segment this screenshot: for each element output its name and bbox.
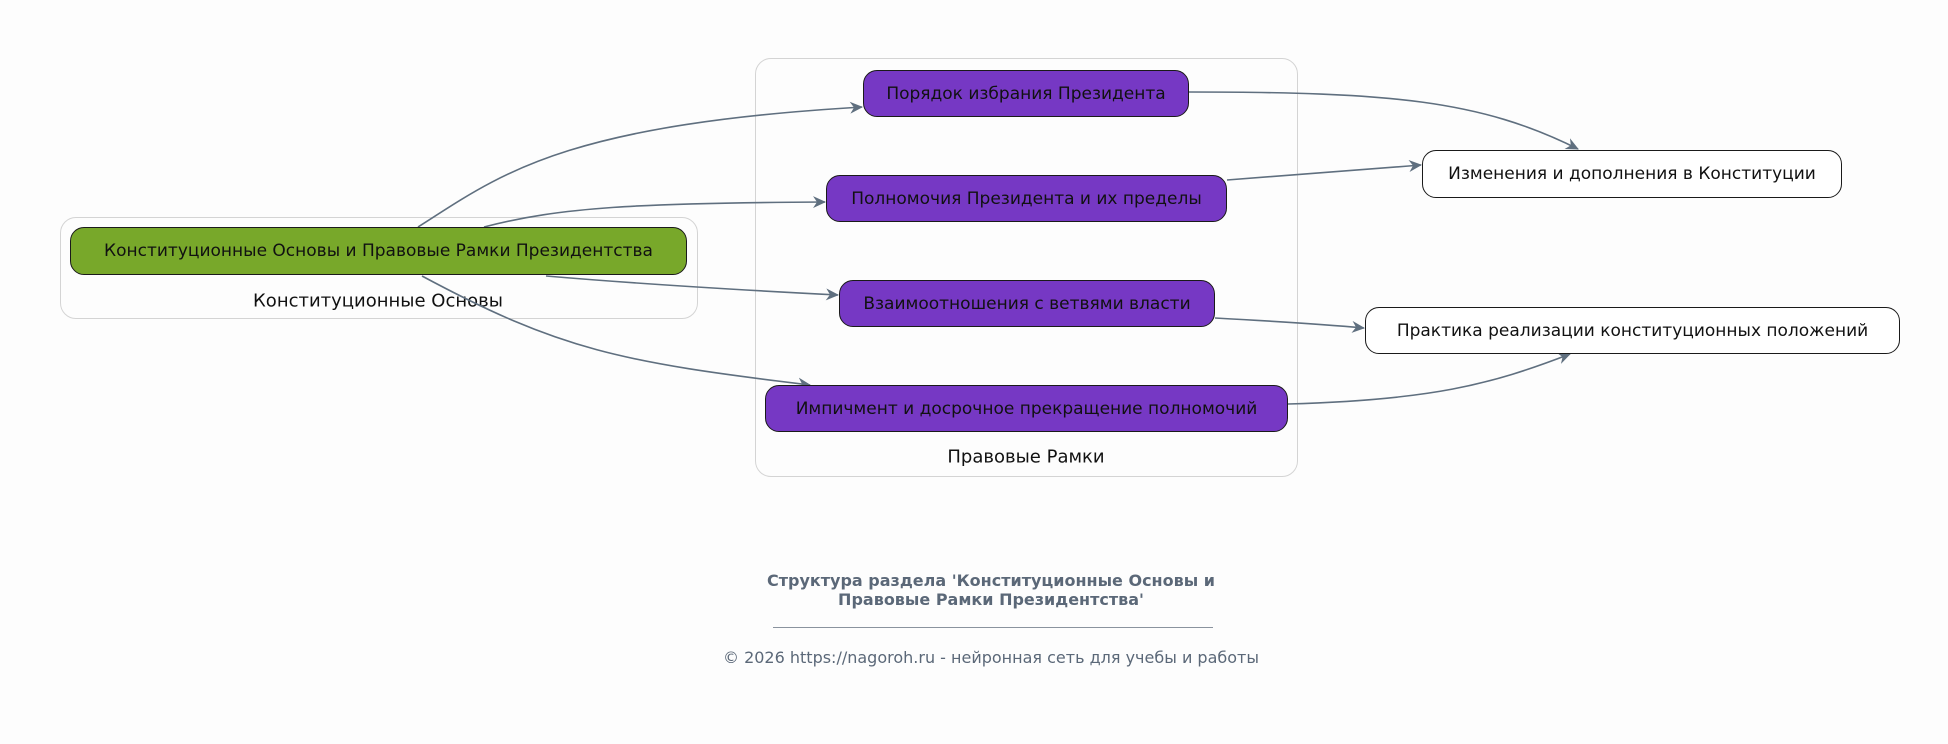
node-label: Конституционные Основы и Правовые Рамки … [104,241,653,261]
caption-divider [773,627,1213,628]
edge-impeachment-to-practice [1287,352,1571,405]
node-label: Полномочия Президента и их пределы [851,188,1202,209]
node-label: Изменения и дополнения в Конституции [1448,164,1816,184]
node-implementation-practice[interactable]: Практика реализации конституционных поло… [1365,307,1900,354]
node-branch-relations[interactable]: Взаимоотношения с ветвями власти [839,280,1215,327]
cluster-label-legal-framework: Правовые Рамки [947,446,1105,468]
node-presidential-powers[interactable]: Полномочия Президента и их пределы [826,175,1227,222]
diagram-caption: Структура раздела 'Конституционные Основ… [0,571,1948,609]
node-label: Импичмент и досрочное прекращение полном… [795,398,1258,419]
node-constitution-amendments[interactable]: Изменения и дополнения в Конституции [1422,150,1842,198]
cluster-label-constitutional-foundations: Конституционные Основы [253,290,503,312]
cluster-constitutional-foundations [60,217,698,319]
caption-line-2: Правовые Рамки Президентства' [838,590,1144,609]
node-label: Порядок избрания Президента [886,83,1166,104]
node-root-topic[interactable]: Конституционные Основы и Правовые Рамки … [70,227,687,275]
node-label: Практика реализации конституционных поло… [1396,320,1869,341]
node-impeachment[interactable]: Импичмент и досрочное прекращение полном… [765,385,1288,432]
caption-line-1: Структура раздела 'Конституционные Основ… [767,571,1215,590]
cluster-legal-framework [755,58,1298,477]
node-label: Взаимоотношения с ветвями власти [863,293,1191,314]
node-election-procedure[interactable]: Порядок избрания Президента [863,70,1189,117]
copyright-text: © 2026 https://nagoroh.ru - нейронная се… [722,648,1259,667]
